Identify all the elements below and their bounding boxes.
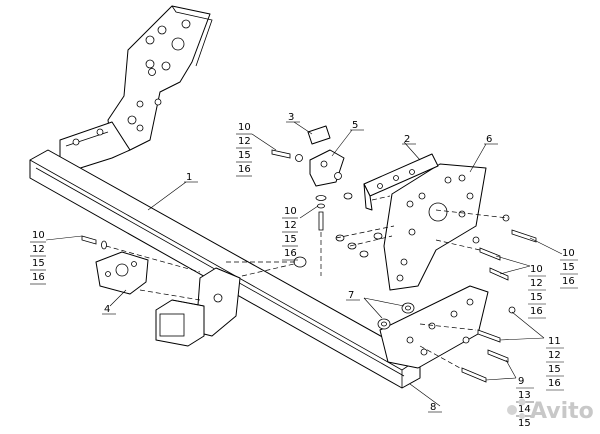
svg-text:11: 11 [548, 336, 561, 347]
callout-5: 5 [331, 120, 364, 157]
svg-text:6: 6 [486, 134, 492, 145]
svg-text:15: 15 [562, 262, 575, 273]
assembly-lines [105, 195, 509, 369]
svg-text:16: 16 [238, 164, 251, 175]
callout-6: 6 [469, 134, 498, 173]
svg-text:15: 15 [32, 258, 45, 269]
svg-text:16: 16 [32, 272, 45, 283]
svg-text:16: 16 [284, 248, 297, 259]
svg-text:14: 14 [518, 404, 531, 415]
avito-watermark: Avito [507, 398, 594, 424]
svg-text:5: 5 [352, 120, 358, 131]
svg-text:15: 15 [238, 150, 251, 161]
callout-stack-bolt-left: 10 12 15 16 [30, 230, 83, 285]
svg-text:10: 10 [238, 122, 251, 133]
svg-text:10: 10 [32, 230, 45, 241]
svg-text:12: 12 [530, 278, 543, 289]
svg-text:15: 15 [518, 418, 531, 429]
callout-3: 3 [286, 112, 313, 135]
svg-text:15: 15 [530, 292, 543, 303]
svg-text:13: 13 [518, 390, 531, 401]
callout-stack-right-bottom: 9 13 14 15 [485, 359, 534, 429]
callout-1: 1 [147, 172, 198, 211]
svg-text:16: 16 [548, 378, 561, 389]
svg-text:15: 15 [284, 234, 297, 245]
callout-stack-bolt-top-left: 10 12 15 16 [236, 122, 277, 177]
svg-text:10: 10 [530, 264, 543, 275]
svg-text:8: 8 [430, 402, 436, 413]
svg-text:7: 7 [348, 290, 354, 301]
svg-text:9: 9 [518, 376, 524, 387]
callout-2: 2 [402, 134, 421, 161]
socket-bracket [95, 251, 149, 295]
svg-text:16: 16 [530, 306, 543, 317]
strip-bracket [363, 153, 439, 211]
callout-8: 8 [409, 383, 442, 413]
svg-text:2: 2 [404, 134, 410, 145]
svg-text:12: 12 [284, 220, 297, 231]
fasteners [81, 149, 537, 383]
svg-text:4: 4 [104, 304, 110, 315]
callout-stack-right-low: 11 12 15 16 [499, 311, 564, 391]
svg-text:1: 1 [186, 172, 192, 183]
svg-text:10: 10 [284, 206, 297, 217]
callout-stack-right-top: 10 15 16 [529, 237, 578, 289]
svg-text:10: 10 [562, 248, 575, 259]
callout-stack-right-mid: 10 12 15 16 [495, 255, 546, 319]
receiver-tube [155, 267, 241, 347]
svg-text:12: 12 [238, 136, 251, 147]
callout-7: 7 [346, 290, 405, 319]
right-mount-plate [379, 285, 489, 369]
svg-text:Avito: Avito [530, 399, 594, 424]
small-bracket [307, 125, 345, 187]
main-crossbar [29, 149, 421, 389]
callout-4: 4 [102, 289, 127, 315]
callout-stack-bolt-center: 10 12 15 16 [282, 205, 319, 261]
left-vehicle-bracket [107, 5, 213, 151]
svg-text:15: 15 [548, 364, 561, 375]
svg-text:12: 12 [32, 244, 45, 255]
svg-text:12: 12 [548, 350, 561, 361]
svg-text:16: 16 [562, 276, 575, 287]
right-vehicle-bracket [383, 163, 487, 291]
svg-text:3: 3 [288, 112, 294, 123]
